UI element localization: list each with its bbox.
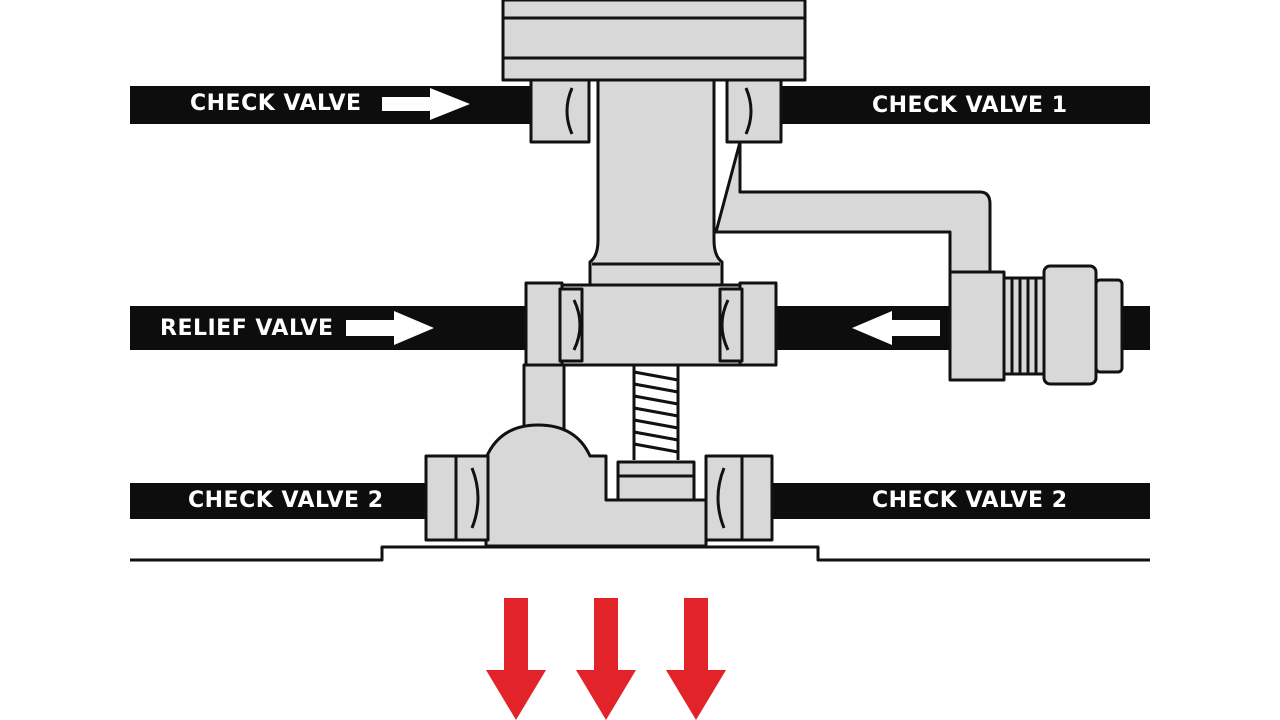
bypass-tube <box>714 140 992 277</box>
label-check-valve-in: CHECK VALVE <box>190 91 362 116</box>
discharge-arrow-down-icon <box>576 598 636 720</box>
top-left-port <box>529 78 591 144</box>
right-fitting-tip <box>1094 278 1124 374</box>
right-fitting <box>948 270 1006 382</box>
top-left-seat <box>565 87 574 135</box>
discharge-arrow-down-icon <box>486 598 546 720</box>
bottom-right-port <box>704 454 774 542</box>
bottom-right-pipe <box>772 483 1150 519</box>
valve-cap <box>501 0 807 82</box>
label-check-valve-2-right: CHECK VALVE 2 <box>872 488 1068 513</box>
right-fitting-nut <box>1042 264 1098 386</box>
flow-arrow-left-icon <box>852 311 940 345</box>
middle-right-port <box>738 281 778 367</box>
label-check-valve-1: CHECK VALVE 1 <box>872 93 1068 118</box>
spring-seat <box>616 460 696 502</box>
bottom-left-pipe <box>130 483 426 519</box>
bottom-left-seat <box>470 467 480 529</box>
spring-icon <box>633 370 679 454</box>
middle-body <box>558 283 744 367</box>
base-outline <box>130 545 1150 562</box>
label-check-valve-2-left: CHECK VALVE 2 <box>188 488 384 513</box>
flow-arrow-right-icon <box>382 88 470 120</box>
middle-right-seat <box>720 299 730 351</box>
discharge-arrow-down-icon <box>666 598 726 720</box>
label-relief-valve: RELIEF VALVE <box>160 316 334 341</box>
bottom-right-seat <box>716 467 726 529</box>
top-right-port <box>725 78 783 144</box>
top-right-seat <box>744 87 753 135</box>
middle-left-seat <box>572 299 582 351</box>
top-right-pipe <box>778 86 1150 124</box>
middle-left-port <box>524 281 564 367</box>
right-fitting-thread <box>1002 276 1046 376</box>
valve-stem <box>588 78 724 287</box>
flow-arrow-right-icon <box>346 311 434 345</box>
bottom-body <box>484 423 708 548</box>
middle-left-pipe <box>130 306 526 350</box>
